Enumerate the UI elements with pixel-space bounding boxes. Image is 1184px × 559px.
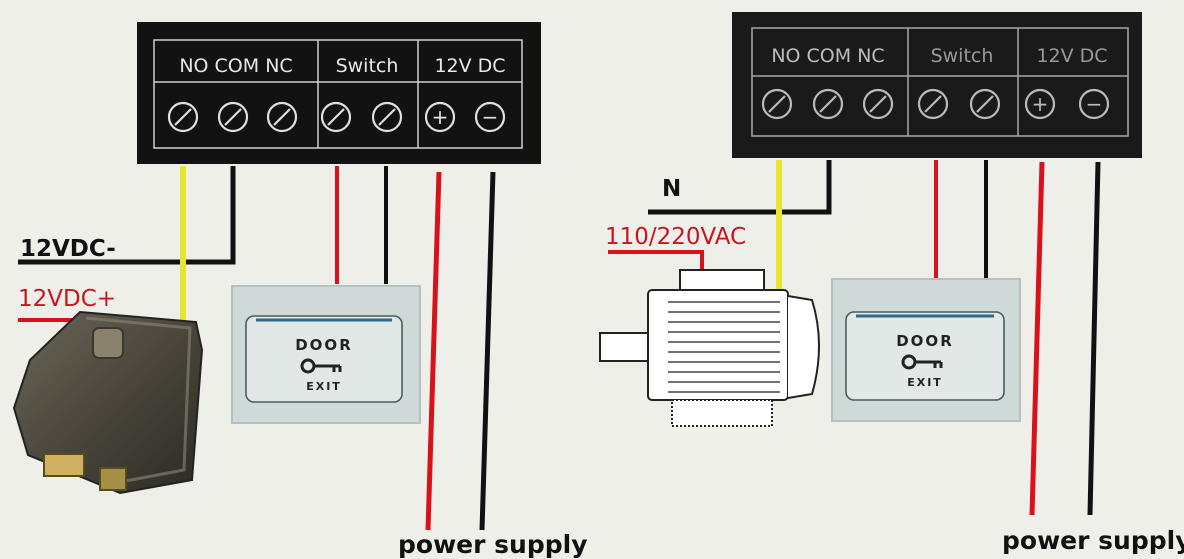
electric-lock-image: [12, 310, 204, 495]
svg-text:−: −: [482, 105, 499, 129]
right-power-supply-label: power supply: [1002, 526, 1184, 555]
left-wire-com-black: [18, 166, 236, 265]
left-wire-power-red: [425, 171, 442, 531]
left-diagram: NO COM NC Switch 12V DC + − 12VDC- 12VDC…: [12, 22, 588, 559]
left-button-line1: DOOR: [295, 336, 353, 354]
right-exit-button: DOOR EXIT: [831, 278, 1021, 422]
left-12vdc-minus-label: 12VDC-: [20, 236, 116, 262]
left-screw-no: [167, 101, 199, 133]
left-screw-nc: [266, 101, 298, 133]
left-label-12vdc: 12V DC: [434, 55, 505, 77]
left-label-no-com-nc: NO COM NC: [179, 55, 292, 77]
left-screw-switch-2: [371, 101, 403, 133]
left-button-line2: EXIT: [306, 380, 342, 393]
right-screw-nc: [862, 88, 894, 120]
left-power-supply-label: power supply: [398, 530, 588, 559]
right-button-line1: DOOR: [896, 332, 954, 350]
motor-icon: [599, 269, 820, 427]
right-label-switch: Switch: [931, 45, 994, 67]
right-ac-label: 110/220VAC: [605, 224, 746, 250]
left-terminal-panel: [137, 22, 541, 164]
right-terminal-plus: +: [1024, 88, 1056, 120]
right-wires: [608, 160, 1101, 516]
left-wire-power-black: [479, 171, 496, 531]
left-terminal-frame: [153, 39, 523, 149]
left-screw-com: [217, 101, 249, 133]
left-exit-button: DOOR EXIT: [231, 285, 421, 424]
left-terminal-plus: +: [424, 101, 456, 133]
svg-text:+: +: [1032, 92, 1049, 116]
right-label-no-com-nc: NO COM NC: [771, 45, 884, 67]
right-n-label: N: [662, 176, 681, 202]
right-screw-no: [761, 88, 793, 120]
left-label-switch: Switch: [336, 55, 399, 77]
svg-text:+: +: [432, 105, 449, 129]
left-screw-switch-1: [320, 101, 352, 133]
right-wire-power-red: [1029, 161, 1045, 516]
left-key-icon: [300, 358, 342, 374]
right-terminal-block: NO COM NC Switch 12V DC + −: [732, 12, 1142, 158]
right-wire-com-black: [648, 160, 832, 215]
left-12vdc-plus-label: 12VDC+: [18, 286, 116, 312]
right-terminal-minus: −: [1078, 88, 1110, 120]
right-wire-power-black: [1087, 161, 1101, 516]
right-terminal-panel: [732, 12, 1142, 158]
right-screw-switch-1: [917, 88, 949, 120]
lock-cylinder-icon: [92, 327, 124, 359]
right-label-12vdc: 12V DC: [1036, 45, 1107, 67]
lock-bolt: [43, 453, 85, 477]
svg-text:−: −: [1086, 92, 1103, 116]
left-terminal-block: NO COM NC Switch 12V DC + −: [137, 22, 541, 164]
left-terminal-minus: −: [474, 101, 506, 133]
right-diagram: NO COM NC Switch 12V DC + − N 110/220VAC: [599, 12, 1184, 555]
right-button-line2: EXIT: [907, 376, 943, 389]
right-key-icon: [901, 354, 943, 370]
right-screw-switch-2: [969, 88, 1001, 120]
right-screw-com: [812, 88, 844, 120]
